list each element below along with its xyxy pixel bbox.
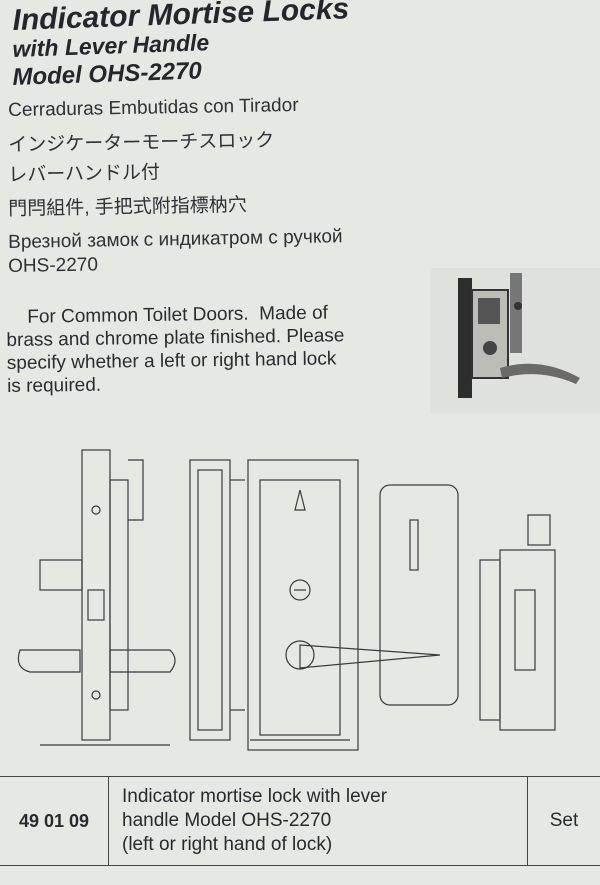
product-photo <box>430 268 600 413</box>
table-description-line: handle Model OHS-2270 <box>122 810 332 831</box>
side-view-drawing <box>17 449 176 746</box>
japanese-title-2: レバーハンドル付 <box>8 162 161 186</box>
rear-plate-drawing <box>379 484 459 706</box>
strike-plate-drawing <box>479 514 556 731</box>
escutcheon-drawing <box>247 459 441 751</box>
product-unit: Set <box>549 810 579 831</box>
russian-title-2: OHS-2270 <box>8 254 99 277</box>
chinese-title: 門閂組件, 手把式附指標枘穴 <box>8 194 247 220</box>
japanese-title-1: インジケーターモーチスロック <box>8 130 275 156</box>
technical-drawings <box>17 449 556 751</box>
title-model: Model OHS-2270 <box>12 57 203 91</box>
product-code: 49 01 09 <box>0 777 109 865</box>
table-description-line: Indicator mortise lock with lever <box>122 786 388 807</box>
russian-title-1: Врезной замок с индикатром с ручкой <box>8 226 343 253</box>
description-line: is required. <box>6 374 102 397</box>
table-description-line: (left or right hand of lock) <box>122 834 333 855</box>
product-description-cell: Indicator mortise lock with lever handle… <box>108 777 528 865</box>
front-view-drawing <box>189 459 245 741</box>
product-description: For Common Toilet Doors. Made of brass a… <box>6 300 427 398</box>
product-table: 49 01 09 Indicator mortise lock with lev… <box>0 776 600 866</box>
spanish-title: Cerraduras Embutidas con Tirador <box>8 94 299 121</box>
